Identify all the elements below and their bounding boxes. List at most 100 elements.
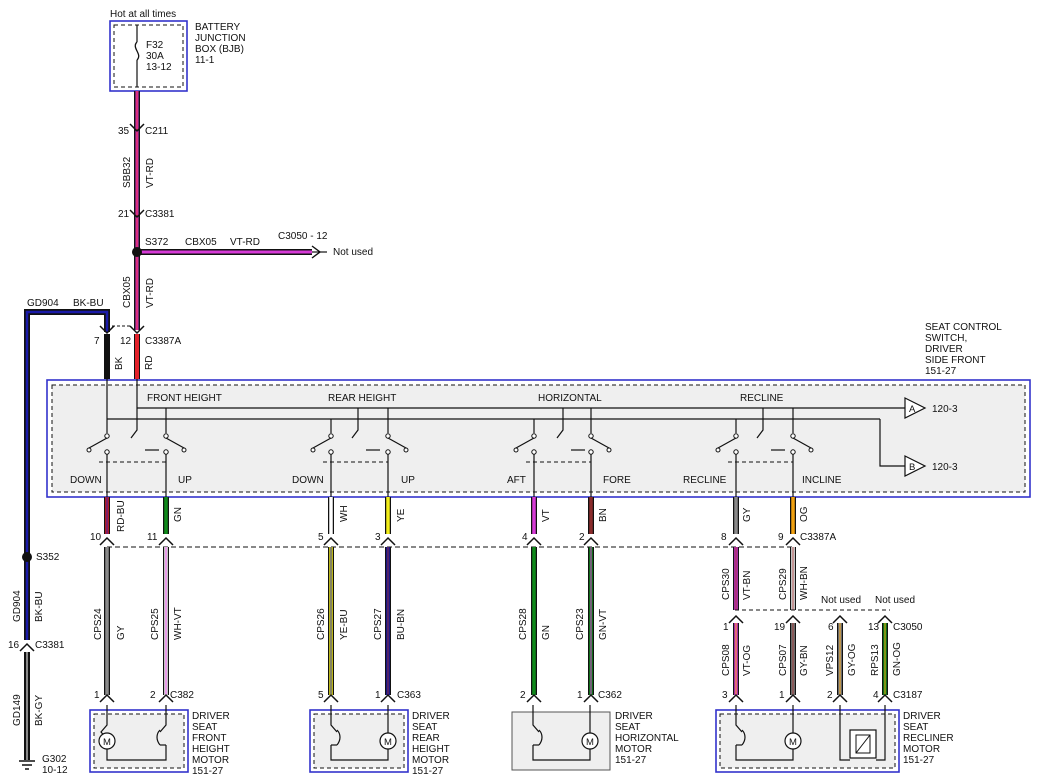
cps29-circuit: CPS29 <box>778 568 789 600</box>
m2-pin: 2 <box>150 690 156 701</box>
motor-pin-connector-icon <box>526 693 542 703</box>
out-pin-5: 5 <box>318 532 324 543</box>
c3187-connector-icon <box>832 693 848 703</box>
switch-contact-dot <box>588 433 594 439</box>
pos-up-2: UP <box>401 475 415 486</box>
front-motor-l4: HEIGHT <box>192 744 230 755</box>
hot-at-all-times-label: Hot at all times <box>110 9 176 20</box>
gd904-side-color: BK-BU <box>34 591 45 622</box>
motor-pin-connector-icon <box>323 693 339 703</box>
rear-motor-l5: MOTOR <box>412 755 449 766</box>
s352-label: S352 <box>36 552 60 563</box>
offpage-b-letter: B <box>909 462 915 473</box>
g302-ref: 10-12 <box>42 765 68 776</box>
rps13-pin: 4 <box>873 690 879 701</box>
front-height-label: FRONT HEIGHT <box>147 393 222 404</box>
out-color-gy: GY <box>742 507 753 522</box>
bjb-name-2: JUNCTION <box>195 33 246 44</box>
c3187-connector-icon <box>877 693 893 703</box>
fuse-loc: 13-12 <box>146 62 172 73</box>
rear-height-label: REAR HEIGHT <box>328 393 396 404</box>
horiz-motor-l5: 151-27 <box>615 755 647 766</box>
out-color-bn: BN <box>598 508 609 522</box>
cps08-pin: 3 <box>722 690 728 701</box>
offpage-a-icon <box>904 397 927 419</box>
horizontal-motor-icon <box>581 732 599 750</box>
gd904-top-color: BK-BU <box>73 298 104 309</box>
rear-height-motor: M <box>309 705 409 773</box>
motor-wires <box>99 547 893 703</box>
out-color-ye: YE <box>396 508 407 522</box>
vps12-pin: 2 <box>827 690 833 701</box>
output-pin-connector-icon <box>158 536 174 546</box>
cps27-circuit: CPS27 <box>373 608 384 640</box>
cps23-color: GN-VT <box>598 609 609 640</box>
bk-label: BK <box>114 356 125 370</box>
out-pin-2: 2 <box>579 532 585 543</box>
horiz-motor-l2: SEAT <box>615 722 640 733</box>
motor-pin-connector-icon <box>380 693 396 703</box>
pos-incline: INCLINE <box>802 475 842 486</box>
switch-name-3: DRIVER <box>925 344 963 355</box>
switch-contact-dot <box>385 433 391 439</box>
horizontal-label: HORIZONTAL <box>538 393 602 404</box>
cps25-circuit: CPS25 <box>150 608 161 640</box>
c3050-label: C3050 <box>893 622 923 633</box>
pin12-label: 12 <box>120 336 132 347</box>
recliner-motor-l3: RECLINER <box>903 733 954 744</box>
out-color-vt: VT <box>541 509 552 522</box>
cps24-color: GY <box>116 625 127 640</box>
switch-name-1: SEAT CONTROL <box>925 322 1002 333</box>
output-pin-connector-icon <box>380 536 396 546</box>
recliner-motor-l4: MOTOR <box>903 744 940 755</box>
horiz-motor-l1: DRIVER <box>615 711 653 722</box>
out-pin-9: 9 <box>778 532 784 543</box>
cps30-color: VT-BN <box>742 571 753 600</box>
front-motor-icon <box>98 732 116 750</box>
cps08-color: VT-OG <box>742 645 753 676</box>
pin7-connector-icon <box>99 325 115 335</box>
switch-contact-dot <box>531 433 537 439</box>
switch-contact-dot <box>328 433 334 439</box>
cps07-circuit: CPS07 <box>778 644 789 676</box>
output-pin-connector-icon <box>583 536 599 546</box>
s372-splice <box>132 247 142 257</box>
c3381-pin: 21 <box>118 209 130 220</box>
motor-pin-connector-icon <box>158 693 174 703</box>
switch-blade <box>165 437 185 449</box>
cps28-color: GN <box>541 625 552 640</box>
output-pin-connector-icon <box>785 536 801 546</box>
cps26-circuit: CPS26 <box>316 608 327 640</box>
c382-label: C382 <box>170 690 194 701</box>
pos-up-1: UP <box>178 475 192 486</box>
c3050-connector-icon <box>785 614 801 624</box>
pos-down-2: DOWN <box>292 475 324 486</box>
recliner-motor-m: M <box>789 737 797 748</box>
fuse-id: F32 <box>146 40 164 51</box>
c3387a-bottom-label: C3387A <box>800 532 836 543</box>
ground-symbol-icon <box>19 760 35 770</box>
front-motor-l6: 151-27 <box>192 766 224 777</box>
c363-label: C363 <box>397 690 421 701</box>
switch-contact-dot <box>790 433 796 439</box>
cps27-color: BU-BN <box>396 609 407 640</box>
pos-fore: FORE <box>603 475 631 486</box>
cps23-circuit: CPS23 <box>575 608 586 640</box>
rear-motor-m: M <box>384 737 392 748</box>
c3381-connector-icon <box>129 209 145 219</box>
switch-contact-dot <box>104 433 110 439</box>
rear-motor-l3: REAR <box>412 733 440 744</box>
rps13-circuit: RPS13 <box>870 644 881 676</box>
out-color-rd-bu: RD-BU <box>116 500 127 532</box>
front-height-motor: M <box>89 705 189 773</box>
recliner-motor: M <box>715 705 900 773</box>
gd904-top-circuit: GD904 <box>27 298 59 309</box>
front-motor-l5: MOTOR <box>192 755 229 766</box>
rear-motor-l4: HEIGHT <box>412 744 450 755</box>
c3381-ground-pin: 16 <box>8 640 20 651</box>
pos-aft: AFT <box>507 475 526 486</box>
bjb-name-4: 11-1 <box>195 55 215 66</box>
cbx05-branch-color: VT-RD <box>230 237 260 248</box>
cbx05-down-color: VT-RD <box>145 278 156 308</box>
